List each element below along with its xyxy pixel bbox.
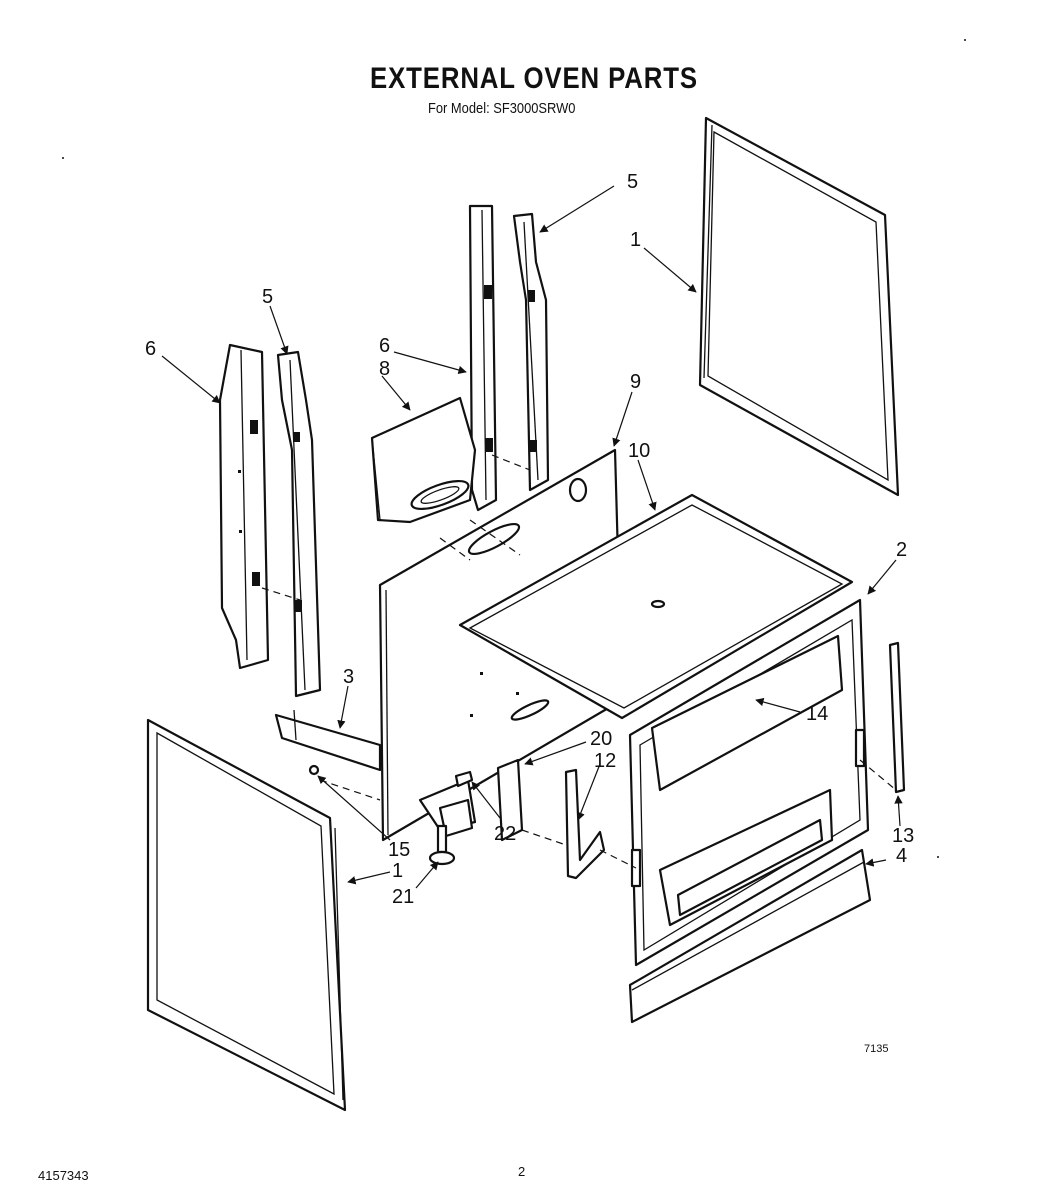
scan-specks <box>62 39 966 858</box>
callout-22: 22 <box>494 823 516 845</box>
callout-3: 3 <box>343 666 354 688</box>
kickplate <box>628 848 872 1024</box>
page-number: 2 <box>518 1164 526 1179</box>
side-strip <box>888 641 906 794</box>
callout-10: 10 <box>628 440 650 462</box>
callout-6-center: 6 <box>379 335 390 357</box>
callout-6-left: 6 <box>145 338 156 360</box>
callout-4: 4 <box>896 845 907 867</box>
bottom-rail <box>274 709 382 772</box>
leader-lines <box>161 185 903 889</box>
callout-2: 2 <box>896 539 907 561</box>
callout-12: 12 <box>594 750 616 772</box>
clip <box>454 770 474 788</box>
callout-20: 20 <box>590 728 612 750</box>
callout-5-right: 5 <box>627 171 638 193</box>
page-title: EXTERNAL OVEN PARTS <box>370 62 698 95</box>
front-frame <box>628 598 870 967</box>
rear-channel-center <box>468 204 498 512</box>
vent-duct <box>370 396 477 524</box>
screw <box>308 764 320 776</box>
assembly-lines <box>261 454 897 869</box>
callout-14: 14 <box>806 703 828 725</box>
callout-1-right: 1 <box>630 229 641 251</box>
side-panel-right <box>698 116 900 497</box>
callout-21: 21 <box>392 886 414 908</box>
drawing-code: 7135 <box>864 1043 888 1055</box>
callout-5-left: 5 <box>262 286 273 308</box>
bottom-support <box>418 778 477 838</box>
callout-13: 13 <box>892 825 914 847</box>
callout-labels: 5 1 5 6 6 8 9 10 2 3 14 20 12 22 15 13 4… <box>145 171 914 1055</box>
part-number: 4157343 <box>38 1168 89 1183</box>
top-panel <box>458 493 854 720</box>
callout-8: 8 <box>379 358 390 380</box>
rear-channel-left <box>218 343 270 670</box>
model-subtitle: For Model: SF3000SRW0 <box>428 100 576 117</box>
callout-9: 9 <box>630 371 641 393</box>
bracket-left <box>276 350 322 698</box>
side-panel-left <box>146 718 347 1112</box>
hinge <box>564 768 606 880</box>
callout-15: 15 <box>388 839 410 861</box>
bracket-right <box>512 212 550 492</box>
callout-1-left: 1 <box>392 860 403 882</box>
leveling-leg <box>428 824 456 866</box>
